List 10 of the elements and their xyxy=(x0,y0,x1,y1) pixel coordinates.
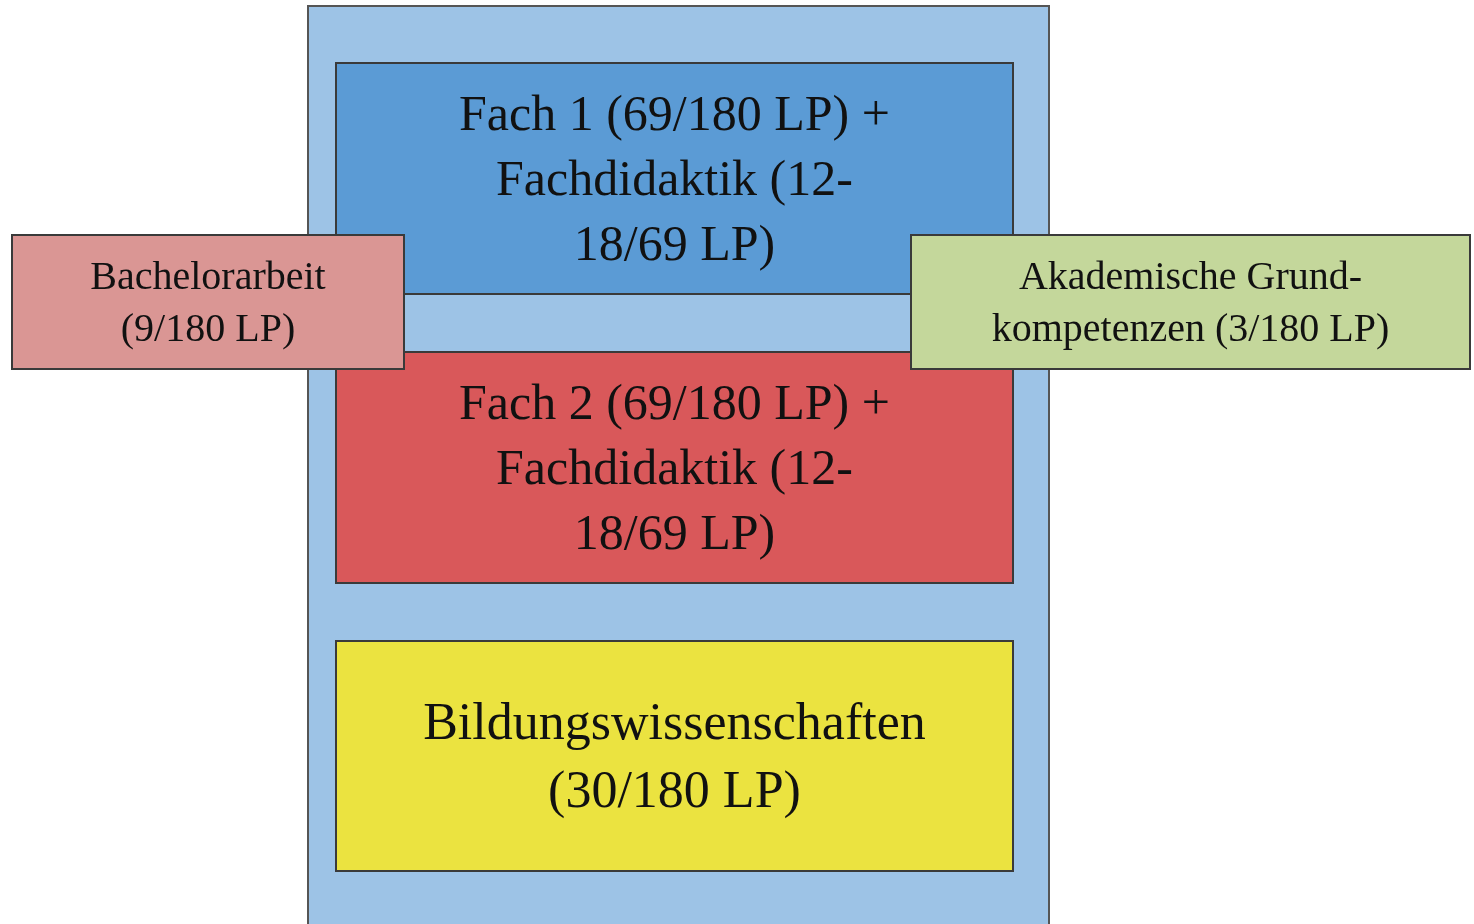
box-label: Bachelorarbeit (9/180 LP) xyxy=(89,252,327,352)
education-sciences-box xyxy=(335,640,1014,872)
box-label: Fach 1 (69/180 LP) + Fachdidaktik (12-18/69 LP) xyxy=(458,84,891,273)
competencies-box xyxy=(910,234,1471,370)
subject-box xyxy=(335,62,1014,295)
box-label: Akademische Grund- kompetenzen (3/180 LP) xyxy=(990,252,1391,352)
thesis-box xyxy=(11,234,405,370)
box-label: Fach 2 (69/180 LP) + Fachdidaktik (12-18/69 LP) xyxy=(458,373,891,562)
subject-box xyxy=(335,351,1014,584)
box-label: Bildungswissenschaften (30/180 LP) xyxy=(422,692,927,820)
